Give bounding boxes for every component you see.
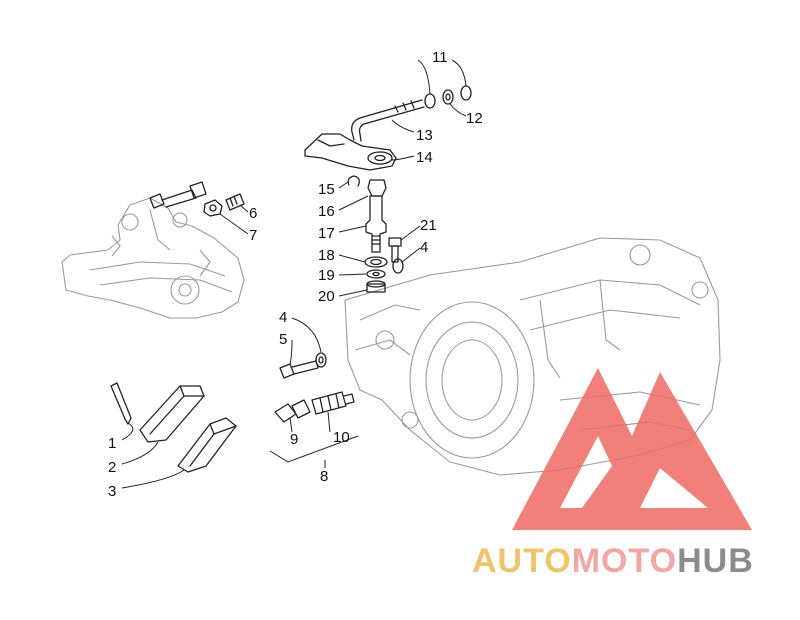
part-21-bolt bbox=[388, 237, 402, 263]
watermark-text-moto: MOTO bbox=[572, 542, 677, 580]
part-5-bolt bbox=[279, 360, 319, 379]
callout-6: 6 bbox=[249, 205, 257, 222]
part-19-washer bbox=[366, 269, 386, 279]
part-15-clip bbox=[347, 175, 360, 187]
part-14-shift-lever bbox=[304, 133, 397, 171]
callout-20: 20 bbox=[318, 288, 335, 305]
bolt-upper-left bbox=[149, 181, 207, 209]
callout-11: 11 bbox=[432, 49, 448, 66]
part-7-nut bbox=[203, 199, 223, 217]
callout-1: 1 bbox=[108, 435, 116, 452]
part-13-shift-rod bbox=[351, 99, 425, 142]
callout-12: 12 bbox=[466, 110, 483, 127]
part-4-washer-upper bbox=[392, 258, 404, 274]
svg-text:AUTOMOTOHUB: AUTOMOTOHUB bbox=[472, 542, 754, 580]
watermark-triangle-icon bbox=[512, 368, 752, 530]
callout-2: 2 bbox=[108, 459, 116, 476]
callout-21: 21 bbox=[420, 217, 437, 234]
callout-7: 7 bbox=[249, 227, 257, 244]
part-12-washer bbox=[442, 89, 454, 105]
part-11-nuts bbox=[424, 85, 472, 109]
callout-19: 19 bbox=[318, 267, 335, 284]
callout-9: 9 bbox=[290, 431, 298, 448]
callout-10: 10 bbox=[333, 429, 350, 446]
part-9-shaft bbox=[274, 399, 311, 423]
callout-18: 18 bbox=[318, 247, 335, 264]
part-3-clip bbox=[177, 417, 237, 473]
part-4-washer-lower bbox=[315, 352, 327, 368]
part-1-pin bbox=[110, 382, 132, 425]
watermark-text: AUTOMOTOHUB bbox=[472, 542, 754, 580]
crankcase-left-background bbox=[61, 197, 245, 319]
callout-4-lower: 4 bbox=[279, 309, 287, 326]
watermark-logo bbox=[512, 368, 752, 530]
callout-5: 5 bbox=[279, 331, 287, 348]
callout-3: 3 bbox=[108, 483, 116, 500]
callout-15: 15 bbox=[318, 181, 335, 198]
part-2-bracket bbox=[139, 385, 205, 443]
part-6-stud bbox=[225, 193, 245, 211]
part-17-shaft bbox=[365, 195, 387, 253]
part-16-shaft-top bbox=[367, 179, 387, 197]
part-10-gear-shaft bbox=[311, 391, 355, 415]
callout-16: 16 bbox=[318, 203, 335, 220]
leader-lines bbox=[121, 59, 467, 489]
part-20-nut bbox=[366, 280, 386, 293]
callout-13: 13 bbox=[416, 127, 433, 144]
watermark-text-hub: HUB bbox=[677, 542, 754, 580]
part-18-seal bbox=[364, 256, 388, 268]
callout-labels: 1 2 3 4 4 5 6 7 8 9 10 11 12 13 14 15 16… bbox=[108, 49, 483, 500]
callout-4-upper: 4 bbox=[420, 239, 428, 256]
callout-17: 17 bbox=[318, 225, 335, 242]
callout-14: 14 bbox=[416, 149, 433, 166]
callout-8: 8 bbox=[320, 468, 328, 485]
watermark-text-auto: AUTO bbox=[472, 542, 572, 580]
